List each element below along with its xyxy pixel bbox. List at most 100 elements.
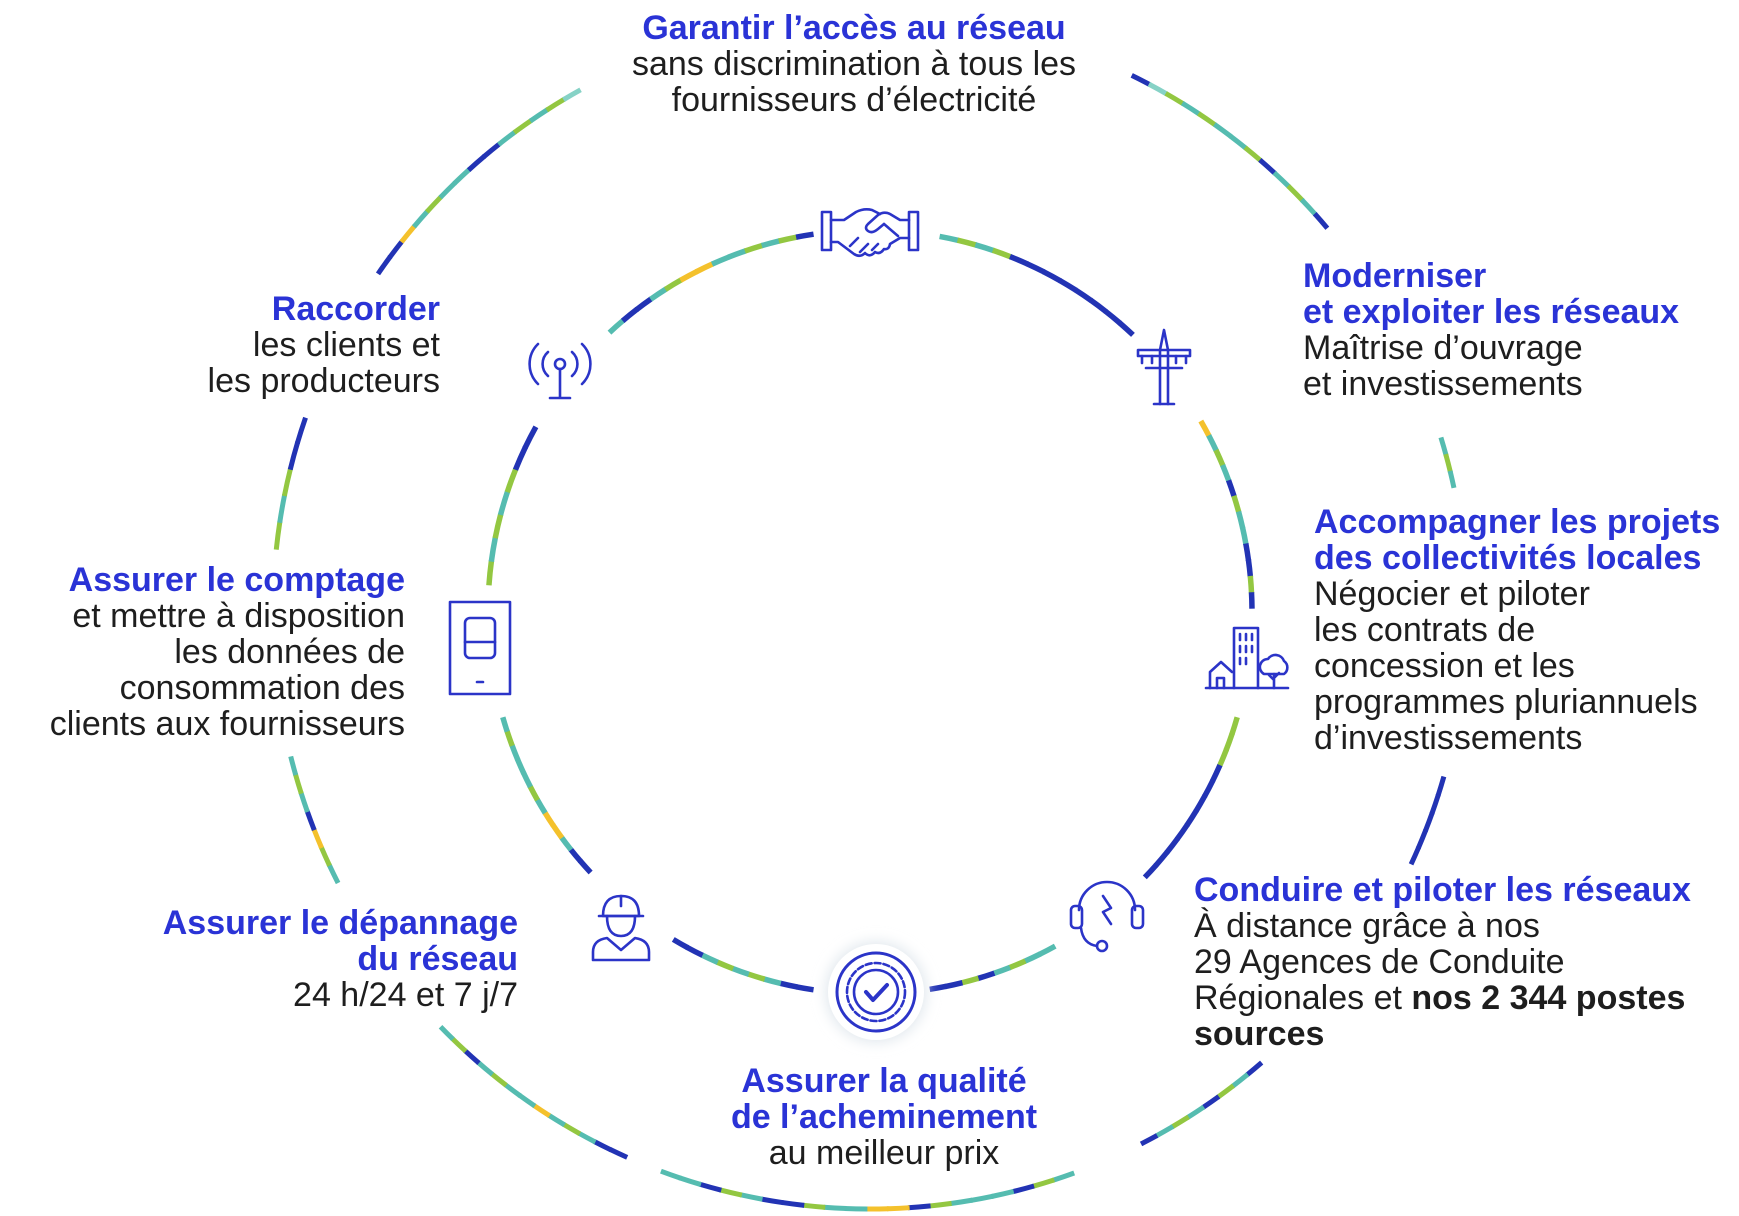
local-heading: des collectivités locales <box>1314 539 1702 577</box>
inner-ring-segment <box>504 467 519 494</box>
local-text-line: les contrats de <box>1314 611 1536 649</box>
outer-ring-segment <box>1212 122 1233 139</box>
outer-ring-segment <box>1031 1177 1056 1189</box>
outer-ring-segment <box>294 416 308 445</box>
local-text-line: concession et les <box>1314 647 1575 685</box>
outer-ring-segment <box>512 118 534 135</box>
outer-ring-segment <box>503 1082 522 1098</box>
inner-ring-segment <box>778 234 798 244</box>
outer-ring-segment <box>452 167 472 186</box>
outer-ring-segment <box>326 863 341 885</box>
outer-ring <box>273 73 1457 1212</box>
inner-ring-segment <box>492 513 504 539</box>
outer-ring-segment <box>387 239 405 260</box>
inner-ring-segment <box>663 277 683 292</box>
metering-text-line: clients aux fournisseurs <box>49 705 405 743</box>
inner-ring-segment <box>974 242 995 254</box>
check-badge-icon <box>826 942 926 1042</box>
outer-ring-segment <box>1197 111 1218 128</box>
quality-heading: Assurer la qualité <box>741 1062 1027 1100</box>
inner-ring-segment <box>731 965 750 977</box>
outer-ring-segment <box>424 194 444 214</box>
inner-ring-segment <box>522 425 539 450</box>
outer-ring-segment <box>1180 101 1202 117</box>
outer-ring-segment <box>399 224 417 244</box>
inner-ring-segment <box>534 797 548 815</box>
outer-ring-segment <box>1447 470 1457 489</box>
outer-ring-segment <box>1429 793 1441 815</box>
inner-ring-segment <box>1248 592 1255 609</box>
control-text-line: Régionales et nos 2 344 postes <box>1194 980 1691 1016</box>
inner-ring-segment <box>504 729 515 747</box>
inner-ring-segment <box>1217 748 1229 768</box>
inner-ring-segment <box>1174 823 1190 841</box>
inner-ring-segment <box>1247 575 1255 594</box>
inner-ring <box>486 231 1255 993</box>
connect-block: Raccorder les clients et les producteurs <box>208 291 440 399</box>
inner-ring-segment <box>671 937 690 951</box>
outer-ring-segment <box>476 1060 495 1077</box>
quality-block: Assurer la qualité de l’acheminement au … <box>634 1063 1134 1171</box>
local-heading: Accompagner les projets <box>1314 503 1721 541</box>
outer-ring-segment <box>1272 170 1292 189</box>
inner-ring-segment <box>1202 779 1216 798</box>
repair-text-line: 24 h/24 et 7 j/7 <box>293 976 518 1014</box>
inner-ring-segment <box>700 952 719 965</box>
outer-ring-segment <box>928 1200 952 1209</box>
outer-ring-segment <box>592 1139 613 1153</box>
outer-ring-segment <box>1243 145 1263 163</box>
inner-ring-segment <box>1225 479 1237 498</box>
outer-ring-segment <box>561 1122 582 1136</box>
outer-ring-segment <box>1185 1104 1206 1120</box>
inner-ring-segment <box>634 296 654 312</box>
inner-ring-segment <box>992 964 1012 977</box>
metering-text-line: consommation des <box>119 669 405 707</box>
local-text-line: Négocier et piloter <box>1314 575 1590 613</box>
inner-ring-segment <box>1206 434 1219 453</box>
modernize-text-line: Maîtrise d’ouvrage <box>1303 329 1583 367</box>
outer-ring-segment <box>823 1204 847 1212</box>
outer-ring-segment <box>1435 775 1447 797</box>
control-block: Conduire et piloter les réseaux À distan… <box>1194 872 1691 1052</box>
inner-ring-segment <box>744 242 764 254</box>
inner-ring-segment <box>550 823 565 840</box>
outer-ring-segment <box>1438 436 1449 457</box>
inner-ring-segment <box>1193 794 1208 813</box>
outer-ring-segment <box>1216 1083 1235 1100</box>
outer-ring-segment <box>1201 1094 1221 1110</box>
inner-ring-segment <box>1153 850 1170 868</box>
modernize-block: Moderniser et exploiter les réseaux Maît… <box>1303 258 1679 402</box>
outer-ring-segment <box>546 1112 566 1128</box>
inner-ring-segment <box>620 306 639 323</box>
outer-ring-segment <box>528 107 550 124</box>
outer-ring-segment <box>802 1202 826 1210</box>
inner-ring-segment <box>649 286 668 302</box>
inner-ring-segment <box>1008 958 1027 971</box>
outer-ring-segment <box>562 87 582 102</box>
outer-ring-segment <box>1286 184 1305 203</box>
metering-block: Assurer le comptage et mettre à disposit… <box>50 562 405 742</box>
local-text-line: d’investissements <box>1314 719 1583 757</box>
outer-ring-segment <box>375 255 393 276</box>
inner-ring-segment <box>1023 951 1042 964</box>
inner-ring-segment <box>1239 526 1249 545</box>
outer-ring-segment <box>450 1036 468 1054</box>
inner-ring-segment <box>1008 254 1029 267</box>
technician-icon <box>591 894 651 962</box>
outer-ring-segment <box>1408 846 1422 866</box>
inner-ring-segment <box>1117 320 1135 337</box>
outer-ring-segment <box>287 441 301 471</box>
inner-ring-segment <box>1245 559 1254 578</box>
inner-ring-segment <box>991 247 1012 260</box>
control-text-regular: Régionales et <box>1194 979 1412 1017</box>
access-heading: Garantir l’accès au réseau <box>642 9 1066 47</box>
connect-text-line: les producteurs <box>207 362 440 400</box>
inner-ring-segment <box>1025 261 1046 275</box>
inner-ring-segment <box>1058 277 1078 293</box>
local-text-line: programmes pluriannuels <box>1314 683 1698 721</box>
outer-ring-segment <box>970 1193 994 1203</box>
inner-ring-segment <box>1229 716 1240 736</box>
inner-ring-segment <box>607 318 626 335</box>
quality-text-line: au meilleur prix <box>768 1134 1000 1172</box>
